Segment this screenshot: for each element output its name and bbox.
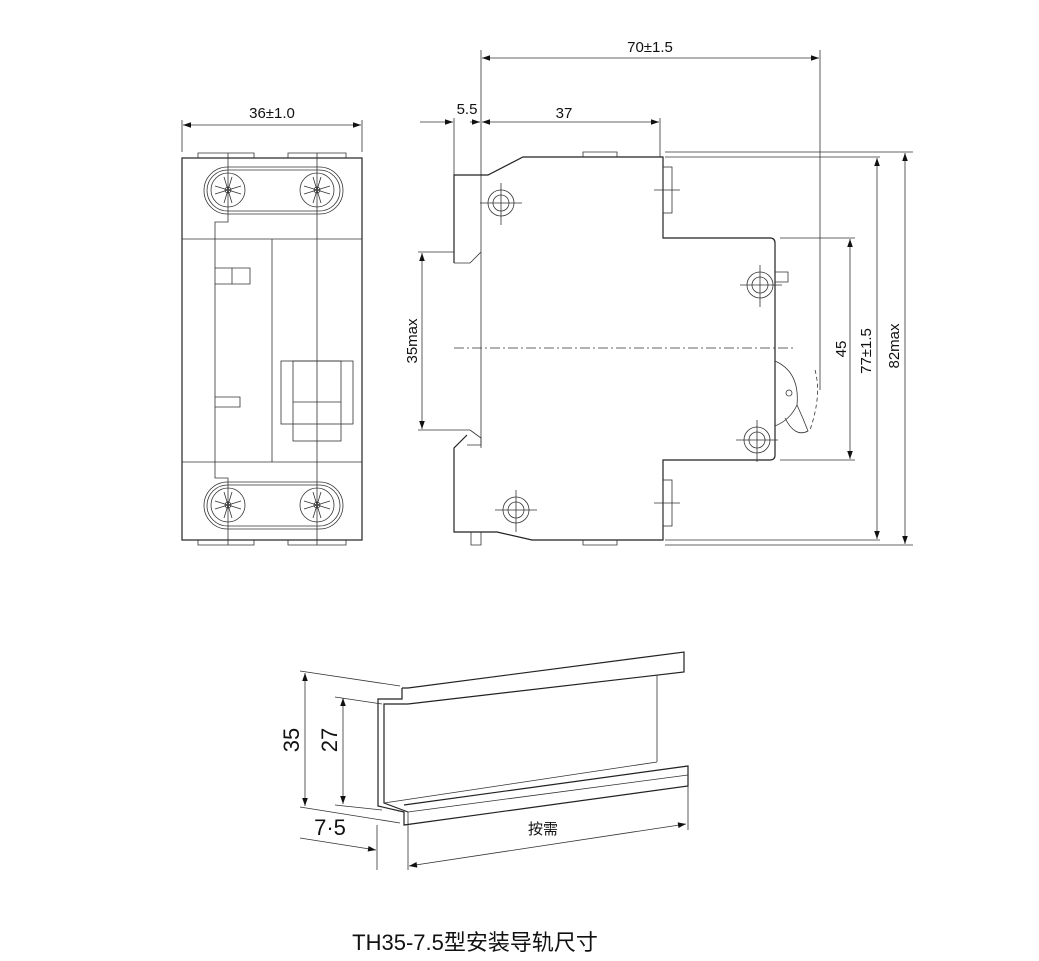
rail-height-dimension: 35max (404, 318, 421, 364)
rail-height-dimension: 35 (279, 728, 304, 752)
width-dimension: 36±1.0 (249, 105, 295, 122)
max-height-dimension: 82max (886, 323, 903, 369)
front-depth-dimension: 37 (556, 105, 573, 122)
din-rail: 35 27 7·5 按需 TH35-7.5型安装导轨尺寸 (279, 651, 689, 955)
breaker-body-side (453, 156, 776, 541)
body-height-dimension: 77±1.5 (858, 328, 875, 374)
front-view: 36±1.0 (181, 105, 363, 546)
rail-length-label: 按需 (528, 821, 558, 838)
breaker-body-front (181, 157, 363, 541)
terminal-screws-bottom (203, 481, 344, 530)
front-height-dimension: 45 (833, 341, 850, 358)
rail-offset-dimension: 5.5 (457, 101, 478, 118)
mounting-holes (480, 183, 782, 532)
toggle-handle-side (774, 360, 809, 434)
side-view: 70±1.5 5.5 37 35max 45 77±1.5 82max (404, 39, 913, 546)
rail-depth-dimension: 7·5 (314, 815, 346, 840)
toggle-handle-front (280, 360, 354, 442)
rail-caption: TH35-7.5型安装导轨尺寸 (352, 930, 598, 955)
depth-dimension: 70±1.5 (627, 39, 673, 56)
rail-inner-height-dimension: 27 (317, 728, 342, 752)
terminal-screws-top (203, 166, 344, 215)
